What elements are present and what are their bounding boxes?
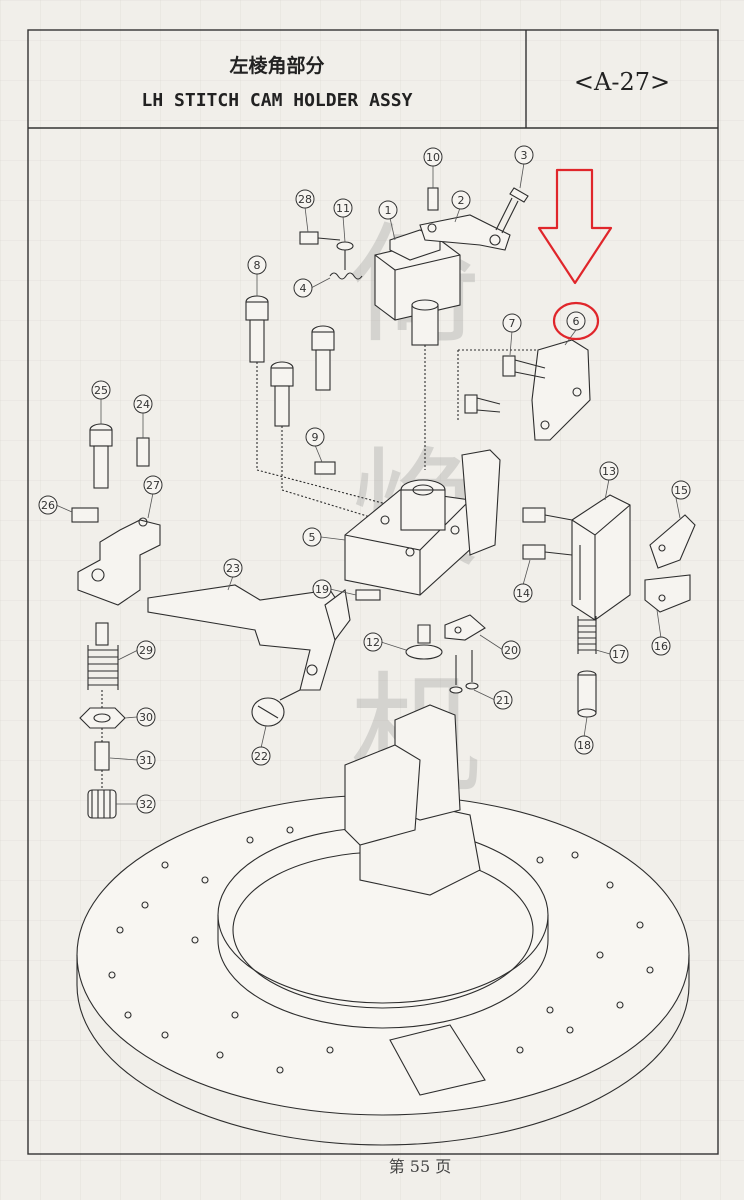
title-block: 左棱角部分 LH STITCH CAM HOLDER ASSY <A-27> — [28, 30, 718, 129]
callout: 20 — [479, 634, 521, 660]
svg-text:7: 7 — [509, 317, 516, 330]
svg-text:10: 10 — [426, 151, 440, 164]
callout: 23 — [223, 558, 243, 591]
callout: 16 — [651, 609, 671, 656]
svg-text:11: 11 — [336, 202, 350, 215]
callout: 28 — [295, 189, 315, 233]
callout: 29 — [117, 640, 156, 661]
svg-text:9: 9 — [312, 431, 319, 444]
part-small-screws — [299, 231, 363, 280]
part-base-block-5 — [344, 449, 501, 596]
svg-text:24: 24 — [136, 398, 150, 411]
svg-text:5: 5 — [309, 531, 316, 544]
svg-text:15: 15 — [674, 484, 688, 497]
svg-text:23: 23 — [226, 562, 240, 575]
part-left-bracket — [71, 423, 161, 606]
callout: 19 — [312, 579, 357, 599]
title-english: LH STITCH CAM HOLDER ASSY — [142, 90, 413, 111]
callout: 14 — [513, 559, 533, 603]
base-plate — [76, 704, 690, 1146]
page-number: 第 55 页 — [389, 1157, 452, 1176]
svg-text:21: 21 — [496, 694, 510, 707]
svg-text:19: 19 — [315, 583, 329, 596]
svg-text:20: 20 — [504, 644, 518, 657]
part-stud-assembly — [79, 622, 126, 819]
callout: 4 — [293, 277, 331, 298]
svg-text:25: 25 — [94, 384, 108, 397]
svg-text:27: 27 — [146, 479, 160, 492]
part-pin-18 — [577, 670, 597, 718]
part-cap-screws — [270, 325, 381, 521]
callout: 24 — [133, 394, 153, 438]
callout: 7 — [502, 313, 522, 356]
callout: 1 — [378, 200, 398, 241]
callouts: 1 2 3 4 5 6 7 8 9 10 11 12 13 14 15 16 1… — [38, 145, 691, 814]
svg-text:32: 32 — [139, 798, 153, 811]
callout: 3 — [514, 145, 534, 189]
part-set-screw-9 — [314, 461, 336, 475]
part-cam-plate-6 — [457, 339, 591, 441]
part-lever-23 — [147, 584, 351, 691]
svg-text:3: 3 — [521, 149, 528, 162]
callout: 21 — [473, 689, 513, 710]
callout: 17 — [595, 644, 629, 664]
svg-text:29: 29 — [139, 644, 153, 657]
callout: 8 — [247, 255, 267, 296]
page-code: <A-27> — [574, 68, 670, 96]
callout: 25 — [91, 380, 111, 424]
svg-text:26: 26 — [41, 499, 55, 512]
svg-text:4: 4 — [300, 282, 307, 295]
page-border — [27, 29, 719, 1155]
callout: 31 — [109, 750, 156, 770]
part-spring-17 — [577, 616, 597, 654]
callout: 11 — [333, 198, 353, 243]
highlight-annotation — [537, 168, 613, 341]
svg-text:16: 16 — [654, 640, 668, 653]
svg-text:12: 12 — [366, 636, 380, 649]
svg-text:13: 13 — [602, 465, 616, 478]
callout-highlighted-part-6: 6 — [564, 311, 586, 346]
callout: 26 — [38, 495, 73, 515]
red-down-arrow-icon — [537, 168, 613, 285]
callout: 22 — [251, 725, 271, 766]
callout: 32 — [116, 794, 156, 814]
part-screw-3 — [495, 187, 529, 234]
svg-text:22: 22 — [254, 750, 268, 763]
svg-text:28: 28 — [298, 193, 312, 206]
callout: 12 — [363, 632, 407, 652]
callout: 27 — [143, 475, 163, 519]
svg-text:30: 30 — [139, 711, 153, 724]
svg-text:1: 1 — [385, 204, 392, 217]
callout: 10 — [423, 147, 443, 188]
svg-text:18: 18 — [577, 739, 591, 752]
svg-text:14: 14 — [516, 587, 530, 600]
svg-text:2: 2 — [458, 194, 465, 207]
svg-text:6: 6 — [573, 315, 580, 328]
part-cap-screw-8 — [245, 295, 391, 506]
callout: 18 — [574, 716, 594, 755]
callout: 30 — [124, 707, 156, 727]
svg-text:8: 8 — [254, 259, 261, 272]
svg-text:17: 17 — [612, 648, 626, 661]
callout: 2 — [451, 190, 471, 223]
title-chinese: 左棱角部分 — [229, 54, 324, 77]
part-lever-plate — [419, 214, 511, 251]
callout: 13 — [599, 461, 619, 501]
part-screw-22 — [251, 689, 301, 727]
svg-text:31: 31 — [139, 754, 153, 767]
red-highlight-circle — [552, 301, 600, 341]
callout: 9 — [305, 427, 325, 463]
part-screws-7 — [464, 355, 546, 414]
exploded-view-drawing — [71, 187, 696, 1146]
part-cams-15-16 — [644, 514, 696, 613]
part-set-screw-10 — [427, 187, 439, 211]
callout: 5 — [302, 527, 346, 547]
callout: 15 — [671, 480, 691, 519]
part-guide-13 — [522, 494, 631, 621]
part-fasteners — [355, 589, 486, 694]
